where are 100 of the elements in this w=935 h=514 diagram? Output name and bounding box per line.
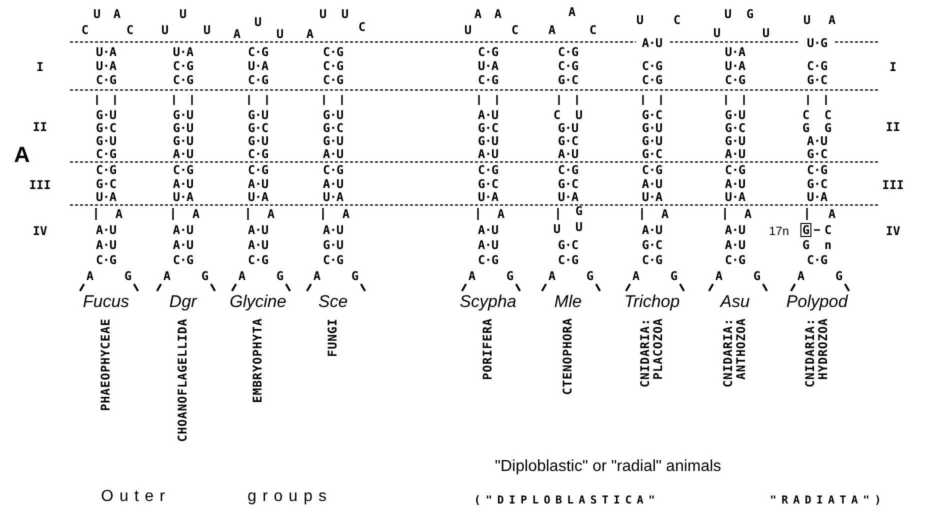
base-pair: G·U	[322, 134, 344, 148]
base-pair: U·A	[724, 45, 746, 59]
nucleotide-letter: G	[670, 269, 678, 283]
nucleotide-letter: G	[124, 269, 132, 283]
base-pair: U·A	[724, 190, 746, 204]
nucleotide-letter: C	[802, 108, 810, 122]
nucleotide-letter: A	[192, 207, 200, 221]
base-pair: G·U	[172, 134, 194, 148]
base-pair: A·U	[642, 177, 662, 191]
nucleotide-letter: U	[575, 108, 583, 122]
group-caption: "RADIATA")	[770, 494, 886, 506]
base-pair: A·U	[96, 238, 116, 252]
nucleotide-letter: U	[762, 26, 770, 40]
species-name: Mle	[554, 292, 582, 312]
base-pair: A·U	[172, 223, 194, 237]
nucleotide-letter: A	[163, 269, 171, 283]
nucleotide-letter: A	[744, 207, 752, 221]
base-pair: C·G	[642, 253, 662, 267]
base-pair: U·A	[96, 190, 116, 204]
nucleotide-letter: A	[468, 269, 476, 283]
base-pair: G·C	[806, 73, 828, 87]
base-pair: G·C	[322, 121, 344, 135]
nucleotide-letter: C	[589, 23, 597, 37]
nucleotide-letter: G	[746, 7, 754, 21]
base-pair: G·C	[96, 177, 116, 191]
nucleotide-letter: C	[81, 23, 89, 37]
helix-number: III	[882, 178, 904, 192]
nucleotide-letter: U	[161, 23, 169, 37]
base-pair: C·G	[322, 163, 344, 177]
base-pair: C·G	[248, 147, 268, 161]
base-pair: U·A	[172, 190, 194, 204]
base-pair: C·G	[806, 59, 828, 73]
nucleotide-letter: G	[835, 269, 843, 283]
base-pair: G·U	[322, 108, 344, 122]
base-pair: C·G	[558, 163, 578, 177]
nucleotide-letter: G	[506, 269, 514, 283]
base-pair: U·A	[478, 59, 498, 73]
base-pair: C·G	[322, 45, 344, 59]
base-pair: C·G	[248, 253, 268, 267]
base-pair: A·U	[724, 223, 746, 237]
group-caption: ("DIPLOBLASTICA"	[474, 494, 660, 506]
base-pair: C·G	[806, 163, 828, 177]
nucleotide-letter: U	[803, 13, 811, 27]
base-pair: U·A	[322, 190, 344, 204]
insert-length-label: 17n	[768, 224, 790, 238]
base-pair: G·C	[558, 238, 578, 252]
nucleotide-letter: U	[319, 7, 327, 21]
base-pair: G·U	[724, 134, 746, 148]
boxed-nucleotide: G	[800, 223, 812, 237]
base-pair: C·G	[248, 163, 268, 177]
helix-number: II	[886, 120, 900, 134]
base-pair: A·U	[248, 177, 268, 191]
nucleotide-letter: G	[802, 238, 810, 252]
base-pair: G·U	[724, 108, 746, 122]
base-pair: U·A	[478, 190, 498, 204]
base-pair: G·U	[172, 108, 194, 122]
taxon-label: CNIDARIA: ANTHOZOA	[722, 318, 748, 390]
base-pair: C·G	[558, 59, 578, 73]
nucleotide-letter: U	[254, 15, 262, 29]
taxon-label: CHOANOFLAGELLIDA	[176, 318, 190, 442]
taxon-label: EMBRYOPHYTA	[252, 318, 264, 403]
base-pair: C·G	[322, 59, 344, 73]
nucleotide-letter: C	[824, 223, 832, 237]
base-pair: C·G	[322, 73, 344, 87]
group-caption: "Diploblastic" or "radial" animals	[494, 458, 722, 476]
base-pair: C·G	[96, 253, 116, 267]
nucleotide-letter: U	[713, 26, 721, 40]
base-pair: A·U	[322, 147, 344, 161]
nucleotide-letter: A	[828, 207, 836, 221]
base-pair: A·U	[724, 177, 746, 191]
species-name: Asu	[720, 292, 750, 312]
base-pair: A·U	[478, 223, 498, 237]
nucleotide-letter: C	[553, 108, 561, 122]
nucleotide-letter: A	[828, 13, 836, 27]
base-pair: G·U	[172, 121, 194, 135]
base-pair: C·G	[642, 59, 662, 73]
base-pair: G·C	[806, 177, 828, 191]
nucleotide-letter: A	[715, 269, 723, 283]
nucleotide-letter: C	[358, 20, 366, 34]
nucleotide-letter: A	[548, 23, 556, 37]
nucleotide-letter: A	[797, 269, 805, 283]
base-pair: G·C	[558, 134, 578, 148]
nucleotide-letter: G	[201, 269, 209, 283]
base-pair: C·G	[172, 73, 194, 87]
nucleotide-letter: G	[351, 269, 359, 283]
species-name: Polypod	[786, 292, 848, 312]
base-pair: A·U	[642, 223, 662, 237]
base-pair: A·U	[724, 238, 746, 252]
nucleotide-letter: G	[575, 204, 583, 218]
base-pair: U·A	[806, 190, 828, 204]
nucleotide-letter: A	[267, 207, 275, 221]
base-pair: C·G	[322, 253, 344, 267]
helix-number: IV	[886, 224, 900, 238]
base-pair: U·A	[96, 45, 116, 59]
nucleotide-letter: G	[802, 121, 810, 135]
base-pair: A·U	[322, 223, 344, 237]
base-pair: G·C	[724, 121, 746, 135]
base-pair: C·G	[172, 59, 194, 73]
base-pair: U·A	[96, 59, 116, 73]
base-pair: A·U	[724, 147, 746, 161]
